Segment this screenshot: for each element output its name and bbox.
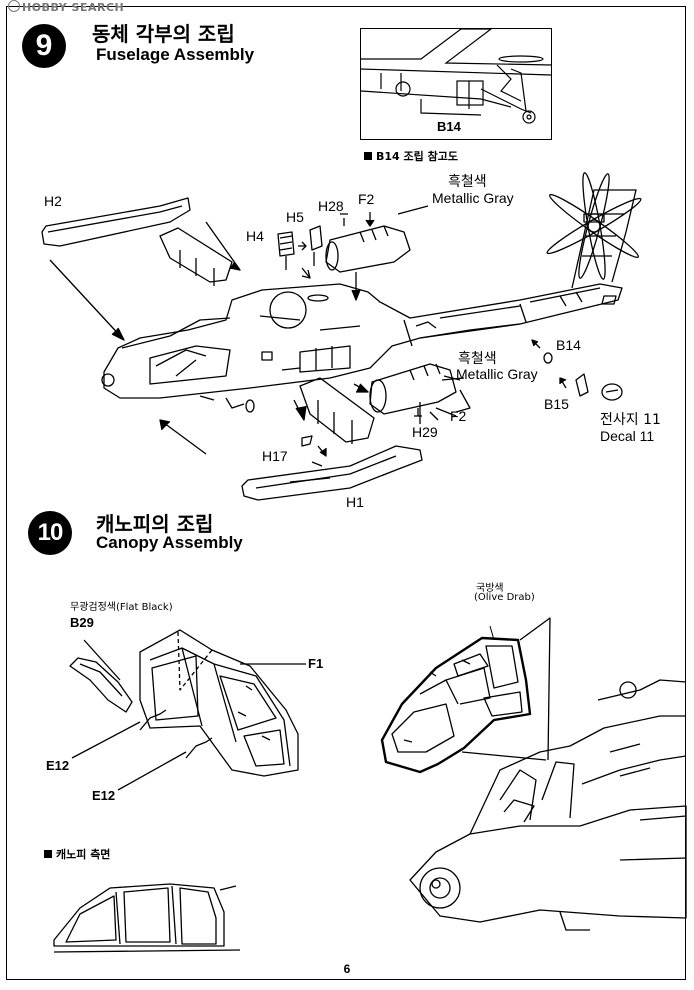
label-h28: H28 (318, 198, 344, 214)
label-f1: F1 (308, 656, 324, 671)
b14-reference-label: B14 (437, 119, 461, 134)
b14-reference-box: B14 (360, 28, 552, 140)
fuselage-body (103, 283, 623, 399)
f1-canopy-olive-drab (380, 636, 532, 774)
h4-part (277, 231, 295, 257)
label-decal-korean: 전사지 11 (600, 412, 661, 428)
step10-title-korean: 캐노피의 조립 (96, 512, 214, 536)
canopy-side-view-caption-text: 캐노피 측면 (56, 848, 111, 861)
label-b15: B15 (544, 396, 569, 412)
f1-canopy-left (139, 629, 299, 777)
label-h5: H5 (286, 209, 304, 225)
watermark-logo-icon (8, 0, 20, 12)
f2-engine-lower (369, 363, 457, 415)
b29-part (69, 657, 133, 713)
canopy-side-view (53, 883, 225, 947)
stub-wing-lower (299, 377, 375, 443)
label-b14: B14 (556, 337, 581, 353)
b14-reference-illustration (361, 29, 551, 124)
step9-title-korean: 동체 각부의 조립 (92, 22, 235, 46)
watermark: HOBBY SEARCH (8, 0, 124, 14)
watermark-text: HOBBY SEARCH (22, 1, 125, 14)
label-f2-top: F2 (358, 191, 375, 207)
label-color2-korean: 흑철색 (458, 351, 497, 367)
label-b29: B29 (70, 615, 94, 630)
page-frame (6, 6, 686, 980)
step10-title-english: Canopy Assembly (96, 533, 243, 552)
step10-number-badge: 10 (28, 511, 72, 555)
label-h1: H1 (346, 494, 364, 510)
e12-pin-upper (139, 709, 167, 731)
label-flat-black: 무광검정색(Flat Black) (70, 602, 173, 613)
e12-pin-lower (185, 737, 213, 759)
stub-wing-upper (159, 227, 233, 283)
label-h2: H2 (44, 193, 62, 209)
b14-reference-caption-text: B14 조립 참고도 (376, 150, 458, 163)
label-olive-drab-english: (Olive Drab) (474, 592, 535, 603)
canopy-side-view-caption: 캐노피 측면 (44, 846, 110, 862)
decal-11-marker (601, 383, 623, 401)
step9-title-english: Fuselage Assembly (96, 45, 255, 64)
h5-part (309, 225, 323, 251)
h2-side-panel (41, 197, 191, 247)
label-e12-lower: E12 (92, 788, 116, 803)
caption-bullet (364, 152, 372, 160)
label-color1-korean: 흑철색 (448, 174, 487, 190)
label-olive-drab-korean: 국방색 (476, 583, 504, 594)
label-decal-english: Decal 11 (600, 428, 655, 444)
label-e12-upper: E12 (46, 758, 70, 773)
caption-bullet (44, 850, 52, 858)
h2-arrow-line (49, 259, 125, 341)
step9-number-badge: 9 (22, 24, 66, 68)
b15-part (575, 373, 589, 397)
label-h4: H4 (246, 228, 264, 244)
b14-reference-caption: B14 조립 참고도 (364, 148, 458, 164)
label-f2-bottom: F2 (450, 408, 467, 424)
f2-engine-upper (325, 225, 411, 273)
label-h17: H17 (262, 448, 288, 464)
label-color2-english: Metallic Gray (456, 366, 538, 382)
label-h29: H29 (412, 424, 438, 440)
page-number: 6 (343, 962, 351, 976)
label-color1-english: Metallic Gray (432, 190, 514, 206)
h1-side-panel (241, 445, 423, 501)
